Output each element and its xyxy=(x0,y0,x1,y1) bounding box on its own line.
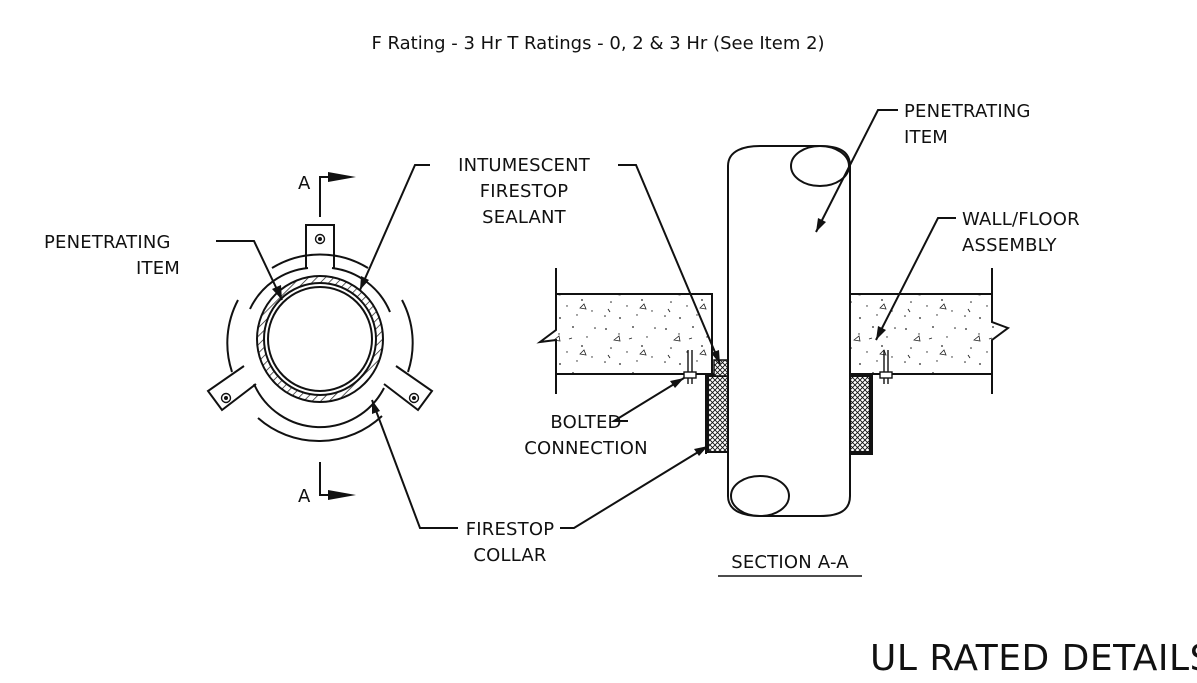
collar-right-fill xyxy=(849,375,871,453)
bolt-right xyxy=(879,350,893,384)
svg-text:SECTION A-A: SECTION A-A xyxy=(731,552,849,573)
detail-title: F Rating - 3 Hr T Ratings - 0, 2 & 3 Hr … xyxy=(371,33,824,54)
section-cut-mark-top: A xyxy=(298,172,356,217)
label-firestop-collar: FIRESTOP COLLAR xyxy=(466,519,555,566)
pipe-bottom xyxy=(727,495,851,517)
svg-text:A: A xyxy=(298,173,311,194)
svg-text:ITEM: ITEM xyxy=(904,127,948,148)
section-view xyxy=(536,145,1011,517)
pipe-top xyxy=(727,145,851,167)
label-wall-floor-assembly: WALL/FLOOR ASSEMBLY xyxy=(962,209,1080,256)
svg-text:ITEM: ITEM xyxy=(136,258,180,279)
plan-collar-tab-top xyxy=(305,224,335,268)
svg-text:SEALANT: SEALANT xyxy=(482,207,567,228)
plan-collar-tab-left xyxy=(206,365,257,412)
collar-left-fill xyxy=(707,375,729,453)
svg-text:A: A xyxy=(298,486,311,507)
footer-title: UL RATED DETAILS xyxy=(870,638,1197,678)
plan-collar-dashed xyxy=(226,253,414,443)
slab-left xyxy=(536,293,713,375)
label-penetrating-item-right: PENETRATING ITEM xyxy=(904,101,1031,148)
sealant-bead xyxy=(713,359,729,377)
bolt-left xyxy=(683,350,697,384)
pipe-elevation xyxy=(727,166,851,496)
section-cut-mark-bottom: A xyxy=(298,462,356,507)
svg-text:WALL/FLOOR: WALL/FLOOR xyxy=(962,209,1080,230)
leaders xyxy=(216,109,956,529)
plan-view: A A xyxy=(206,172,434,507)
svg-text:ASSEMBLY: ASSEMBLY xyxy=(962,235,1057,256)
slab-right xyxy=(849,293,1011,375)
section-caption: SECTION A-A xyxy=(718,552,862,577)
svg-text:CONNECTION: CONNECTION xyxy=(524,438,648,459)
svg-text:COLLAR: COLLAR xyxy=(473,545,546,566)
svg-text:PENETRATING: PENETRATING xyxy=(904,101,1031,122)
svg-text:FIRESTOP: FIRESTOP xyxy=(466,519,555,540)
label-intumescent-sealant: INTUMESCENT FIRESTOP SEALANT xyxy=(458,155,591,228)
plan-pipe-outer xyxy=(263,282,377,396)
plan-pipe-inner xyxy=(267,286,373,392)
pipe-bottom-break xyxy=(730,475,790,517)
svg-text:INTUMESCENT: INTUMESCENT xyxy=(458,155,591,176)
svg-text:FIRESTOP: FIRESTOP xyxy=(480,181,569,202)
label-bolted-connection: BOLTED CONNECTION xyxy=(524,412,648,459)
label-penetrating-item-left: PENETRATING ITEM xyxy=(44,232,180,279)
svg-text:PENETRATING: PENETRATING xyxy=(44,232,171,253)
svg-text:BOLTED: BOLTED xyxy=(550,412,621,433)
pipe-top-break xyxy=(790,145,850,187)
plan-collar-tab-right xyxy=(383,365,434,412)
